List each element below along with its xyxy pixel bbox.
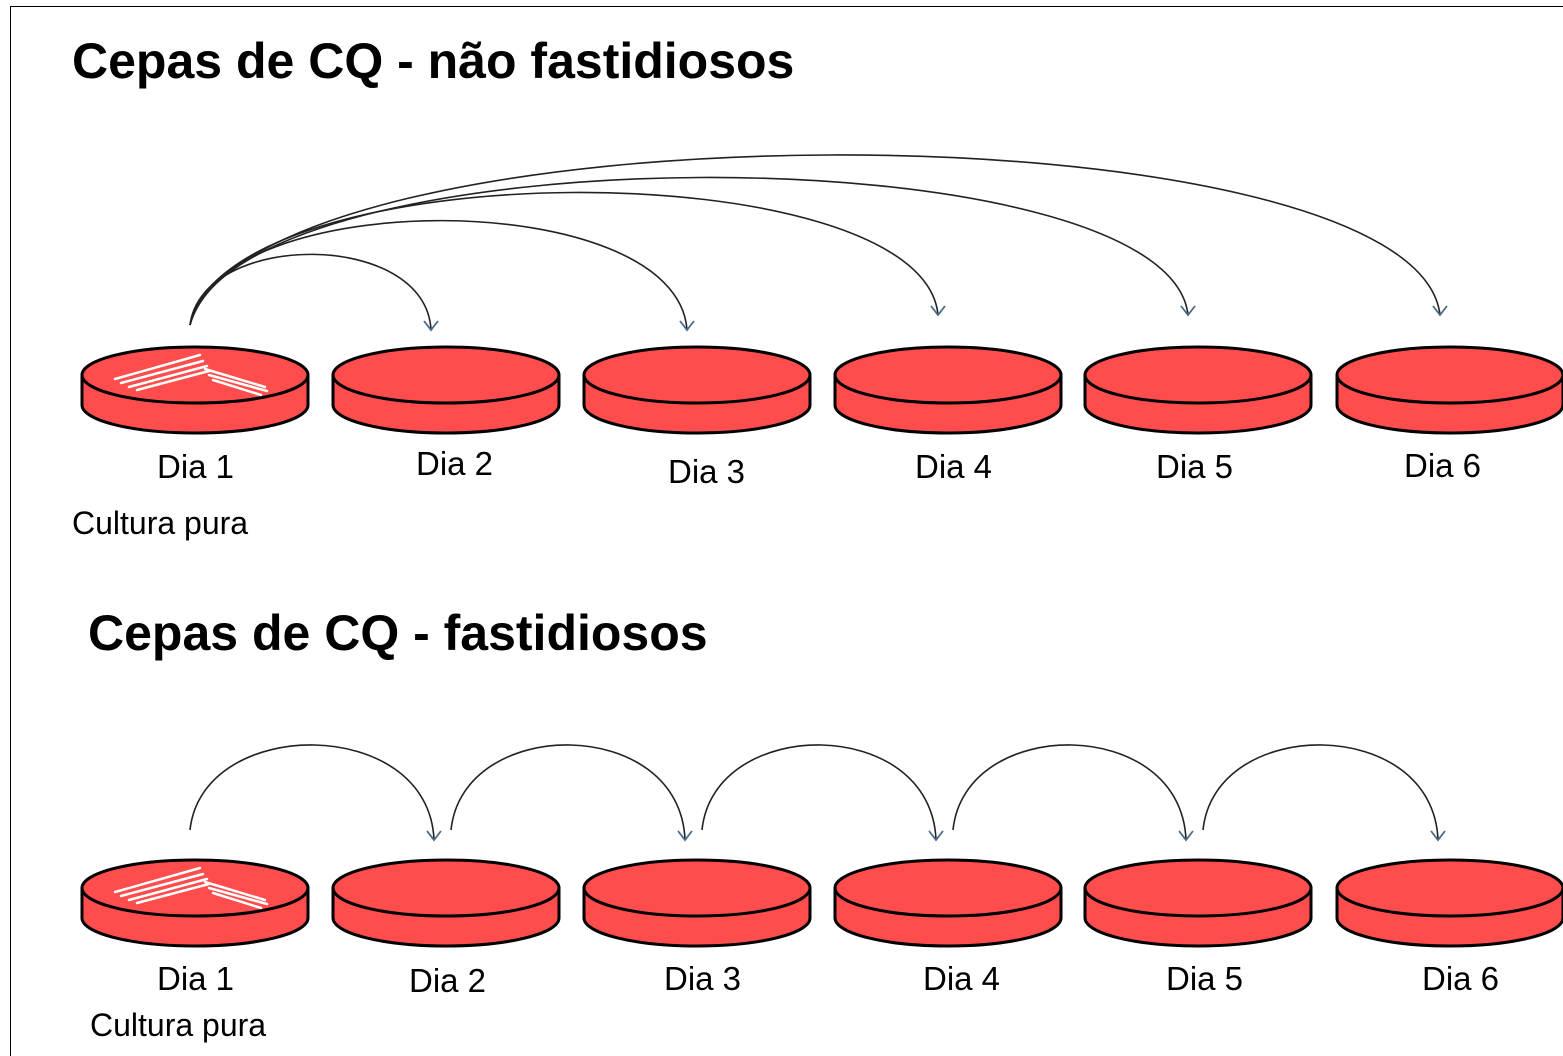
panel-2-arrow <box>189 744 442 842</box>
diagram-border <box>10 6 1563 1056</box>
panel-1-petri-dish <box>1083 345 1313 435</box>
panel-1-pure-culture-note: Cultura pura <box>72 505 249 541</box>
panel-1-plate-label: Dia 1 <box>157 448 235 485</box>
panel-2-petri-dish <box>1083 858 1313 948</box>
panel-1-plate-label: Dia 6 <box>1404 447 1482 484</box>
panel-1-plate-label: Dia 2 <box>416 445 494 482</box>
streak-lines <box>113 353 269 397</box>
panel-2-plate-label: Dia 3 <box>664 960 742 997</box>
panel-2-plate-label: Dia 5 <box>1166 960 1244 997</box>
panel-1-plate-label: Dia 5 <box>1156 448 1234 485</box>
panel-2-arrow <box>450 744 693 842</box>
panel-1-arrow <box>189 253 439 332</box>
panel-1-plate-label: Dia 4 <box>915 448 993 485</box>
panel-1-arrow <box>189 191 946 326</box>
panel-2-plate-label: Dia 1 <box>157 960 235 997</box>
panel-2-plate-label: Dia 4 <box>923 960 1001 997</box>
panel-1-plate-label: Dia 3 <box>668 453 746 490</box>
panel-2-arrow <box>952 744 1194 842</box>
panel-2-petri-dish <box>582 858 812 948</box>
panel-2-petri-dish <box>331 858 561 948</box>
panel-2-title: Cepas de CQ - fastidiosos <box>88 605 708 661</box>
panel-2-petri-dish <box>1335 858 1563 948</box>
streak-lines <box>113 866 269 910</box>
panel-1-petri-dish <box>833 345 1063 435</box>
panel-1-petri-dish <box>80 345 310 435</box>
panel-1-petri-dish <box>582 345 812 435</box>
panel-2-plate-label: Dia 6 <box>1422 960 1500 997</box>
panel-1-arrow <box>189 219 695 332</box>
panel-1-petri-dish <box>1335 345 1563 435</box>
panel-2-arrow <box>1202 744 1446 842</box>
panel-1-arrow <box>189 154 1448 326</box>
panel-2-arrow <box>701 744 944 842</box>
panel-2-plate-label: Dia 2 <box>409 962 487 999</box>
panel-1-petri-dish <box>331 345 561 435</box>
panel-2-petri-dish <box>833 858 1063 948</box>
panel-1-arrow <box>189 176 1196 326</box>
panel-1-title: Cepas de CQ - não fastidiosos <box>72 33 795 89</box>
panel-2-petri-dish <box>80 858 310 948</box>
panel-2-pure-culture-note: Cultura pura <box>90 1007 267 1043</box>
